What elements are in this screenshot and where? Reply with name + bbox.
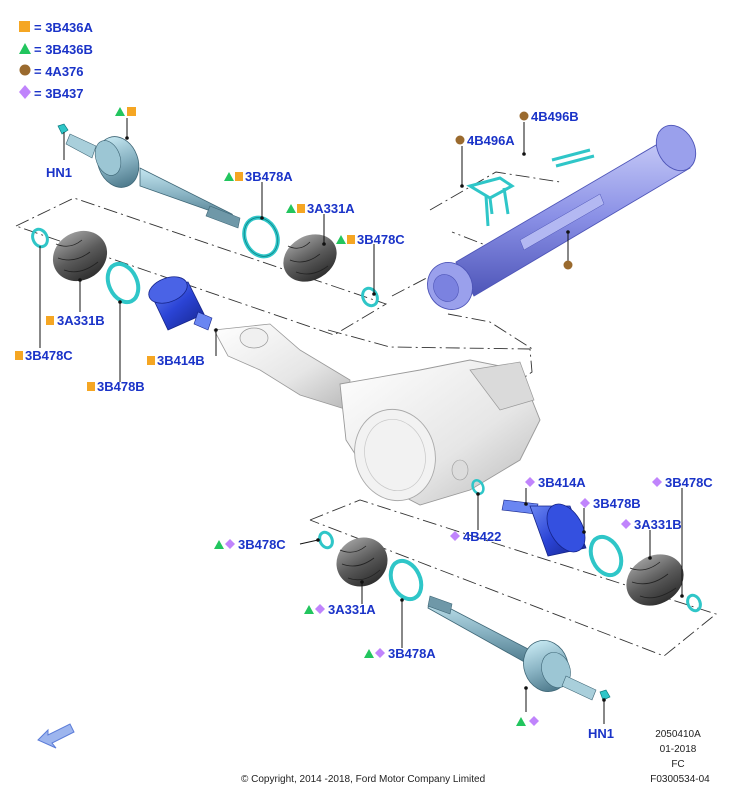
label-3b478b-left[interactable]: 3B478B — [97, 379, 145, 394]
legend-item-3b436a: = 3B436A — [34, 20, 94, 35]
orange-square-icon — [15, 351, 23, 360]
label-3b478a-top[interactable]: 3B478A — [245, 169, 293, 184]
clamp-4b422 — [471, 479, 485, 495]
orange-square-icon — [147, 356, 155, 365]
ref-number-3: FC — [671, 759, 684, 770]
brown-circle-icon — [563, 260, 573, 270]
green-triangle-icon — [516, 717, 526, 726]
green-triangle-icon — [304, 605, 314, 614]
orange-square-icon — [297, 204, 305, 213]
orange-square-icon — [19, 21, 30, 32]
legend: = 3B436A = 3B436B = 4A376 = 3B437 — [19, 20, 94, 101]
purple-diamond-icon — [315, 604, 325, 614]
boot-3a331a-bottom — [336, 537, 388, 587]
clamp-3b478a-top-inner — [243, 217, 279, 257]
legend-item-3b436b: = 3B436B — [34, 42, 93, 57]
label-3a331a-top[interactable]: 3A331A — [307, 201, 355, 216]
label-4b496b[interactable]: 4B496B — [531, 109, 579, 124]
label-3b478c-left[interactable]: 3B478C — [25, 348, 73, 363]
green-triangle-icon — [364, 649, 374, 658]
assembly-boundary-lines — [15, 171, 717, 657]
orange-square-icon — [87, 382, 95, 391]
purple-diamond-icon — [621, 519, 631, 529]
boot-3a331b-left — [52, 230, 108, 282]
hn1-nut-top — [57, 123, 69, 135]
label-4b422[interactable]: 4B422 — [463, 529, 501, 544]
label-3a331a-bottom[interactable]: 3A331A — [328, 602, 376, 617]
hn1-nut-bottom — [599, 689, 611, 701]
front-axle-housing — [213, 323, 541, 506]
green-triangle-icon — [214, 540, 224, 549]
ref-number-1: 2050410A — [655, 729, 701, 740]
label-3b478c-right[interactable]: 3B478C — [665, 475, 713, 490]
label-3b478c-bottom[interactable]: 3B478C — [238, 537, 286, 552]
green-triangle-icon — [286, 204, 296, 213]
label-3b478c-top[interactable]: 3B478C — [357, 232, 405, 247]
label-3b414b[interactable]: 3B414B — [157, 353, 205, 368]
legend-item-3b437: = 3B437 — [34, 86, 84, 101]
clamp-3b478c-left — [31, 227, 49, 249]
label-4b496a[interactable]: 4B496A — [467, 133, 515, 148]
legend-item-4a376: = 4A376 — [34, 64, 84, 79]
purple-diamond-icon — [450, 531, 460, 541]
green-triangle-icon — [336, 235, 346, 244]
clamp-3b478c-top — [361, 286, 379, 308]
ref-number-4: F0300534-04 — [650, 774, 710, 785]
brown-circle-icon — [19, 64, 31, 76]
purple-diamond-icon — [19, 85, 31, 99]
clamp-3b478a-top — [242, 215, 280, 259]
copyright-text: © Copyright, 2014 -2018, Ford Motor Comp… — [241, 774, 485, 785]
green-triangle-icon — [115, 107, 125, 116]
lower-axle-shaft — [427, 595, 597, 701]
green-triangle-icon — [19, 43, 31, 54]
purple-diamond-icon — [580, 498, 590, 508]
orange-square-icon — [127, 107, 136, 116]
label-3a331b-left[interactable]: 3A331B — [57, 313, 105, 328]
leader-lines — [39, 118, 683, 724]
purple-diamond-icon — [225, 539, 235, 549]
driveshaft-4a376 — [427, 124, 697, 310]
label-3b478b-right[interactable]: 3B478B — [593, 496, 641, 511]
back-arrow-icon[interactable] — [37, 723, 75, 749]
purple-diamond-icon — [529, 716, 539, 726]
leader-dots — [78, 136, 684, 702]
brown-circle-icon — [519, 111, 529, 121]
orange-square-icon — [347, 235, 355, 244]
clamp-3b478a-bottom — [388, 558, 424, 602]
label-hn1-bottom[interactable]: HN1 — [588, 726, 614, 741]
boot-3a331b-right — [626, 554, 684, 606]
upper-axle-shaft — [65, 133, 241, 229]
label-3b478a-bottom[interactable]: 3B478A — [388, 646, 436, 661]
purple-diamond-icon — [652, 477, 662, 487]
cv-joint-3b414a — [501, 499, 587, 557]
label-hn1-top[interactable]: HN1 — [46, 165, 72, 180]
label-3b414a[interactable]: 3B414A — [538, 475, 586, 490]
purple-diamond-icon — [525, 477, 535, 487]
bolt-4b496b — [551, 148, 595, 168]
orange-square-icon — [235, 172, 243, 181]
brown-circle-icon — [455, 135, 465, 145]
clamp-3b478b-right — [588, 534, 624, 578]
purple-diamond-icon — [375, 648, 385, 658]
cv-joint-3b414b — [148, 276, 213, 331]
green-triangle-icon — [224, 172, 234, 181]
clamp-3b478c-bottom — [318, 530, 334, 550]
clamp-3b478c-right — [686, 593, 702, 613]
boot-3a331a-top — [283, 234, 337, 282]
clamp-3b478b-left — [105, 261, 141, 305]
label-3a331b-right[interactable]: 3A331B — [634, 517, 682, 532]
ref-number-2: 01-2018 — [660, 744, 697, 755]
u-bolt-4b496a — [466, 176, 515, 227]
orange-square-icon — [46, 316, 54, 325]
